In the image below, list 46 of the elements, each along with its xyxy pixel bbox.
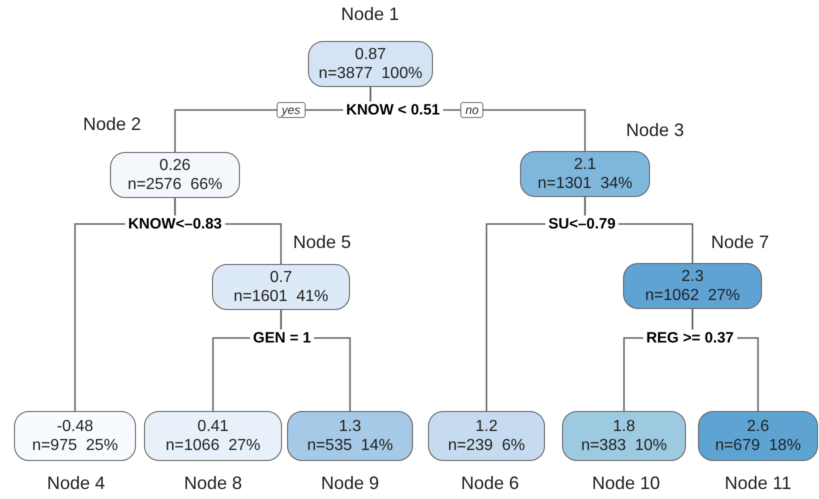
edge-label: no [460, 102, 484, 118]
node-caption: Node 2 [82, 114, 142, 135]
node-caption: Node 4 [46, 473, 106, 494]
node-value: 0.41 [197, 417, 229, 436]
tree-node-box [520, 151, 650, 197]
node-count: n=535 14% [307, 436, 393, 455]
node-value: 2.1 [574, 155, 596, 174]
tree-node-box [144, 411, 282, 461]
tree-node-box [698, 411, 818, 461]
node-count: n=1301 34% [538, 174, 632, 193]
node-value: 1.8 [612, 417, 636, 436]
node-caption: Node 1 [340, 4, 400, 25]
node-value: 2.3 [681, 267, 704, 286]
node-caption: Node 7 [710, 232, 770, 253]
node-value: 2.6 [746, 417, 770, 436]
node-value: 1.2 [475, 417, 498, 436]
tree-node-box [287, 411, 413, 461]
tree-node-box [110, 152, 240, 198]
tree-node-box [562, 411, 686, 461]
node-value: 0.26 [159, 156, 191, 175]
node-count: n=679 18% [715, 436, 801, 455]
edge-label: yes [276, 102, 306, 118]
node-caption: Node 11 [724, 473, 792, 494]
node-value: 0.7 [270, 268, 292, 287]
tree-node-box [14, 411, 136, 461]
node-value: 0.87 [354, 45, 386, 64]
tree-node-box [428, 411, 545, 461]
node-caption: Node 6 [460, 473, 520, 494]
node-caption: Node 9 [320, 473, 380, 494]
node-count: n=383 10% [581, 436, 667, 455]
tree-node-box [623, 263, 762, 309]
node-value: 1.3 [338, 417, 362, 436]
node-caption: Node 3 [626, 120, 684, 141]
node-count: n=975 25% [32, 436, 118, 455]
node-caption: Node 5 [292, 232, 352, 253]
node-count: n=1066 27% [166, 436, 260, 455]
node-count: n=1601 41% [234, 287, 328, 306]
node-count: n=1062 27% [645, 286, 740, 305]
node-caption: Node 10 [592, 473, 660, 494]
tree-node-box [212, 264, 350, 310]
node-count: n=2576 66% [128, 175, 222, 194]
node-count: n=239 6% [448, 436, 525, 455]
node-value: -0.48 [56, 417, 94, 436]
node-count: n=3877 100% [318, 64, 422, 83]
tree-node-box [308, 41, 433, 87]
node-caption: Node 8 [184, 473, 242, 494]
